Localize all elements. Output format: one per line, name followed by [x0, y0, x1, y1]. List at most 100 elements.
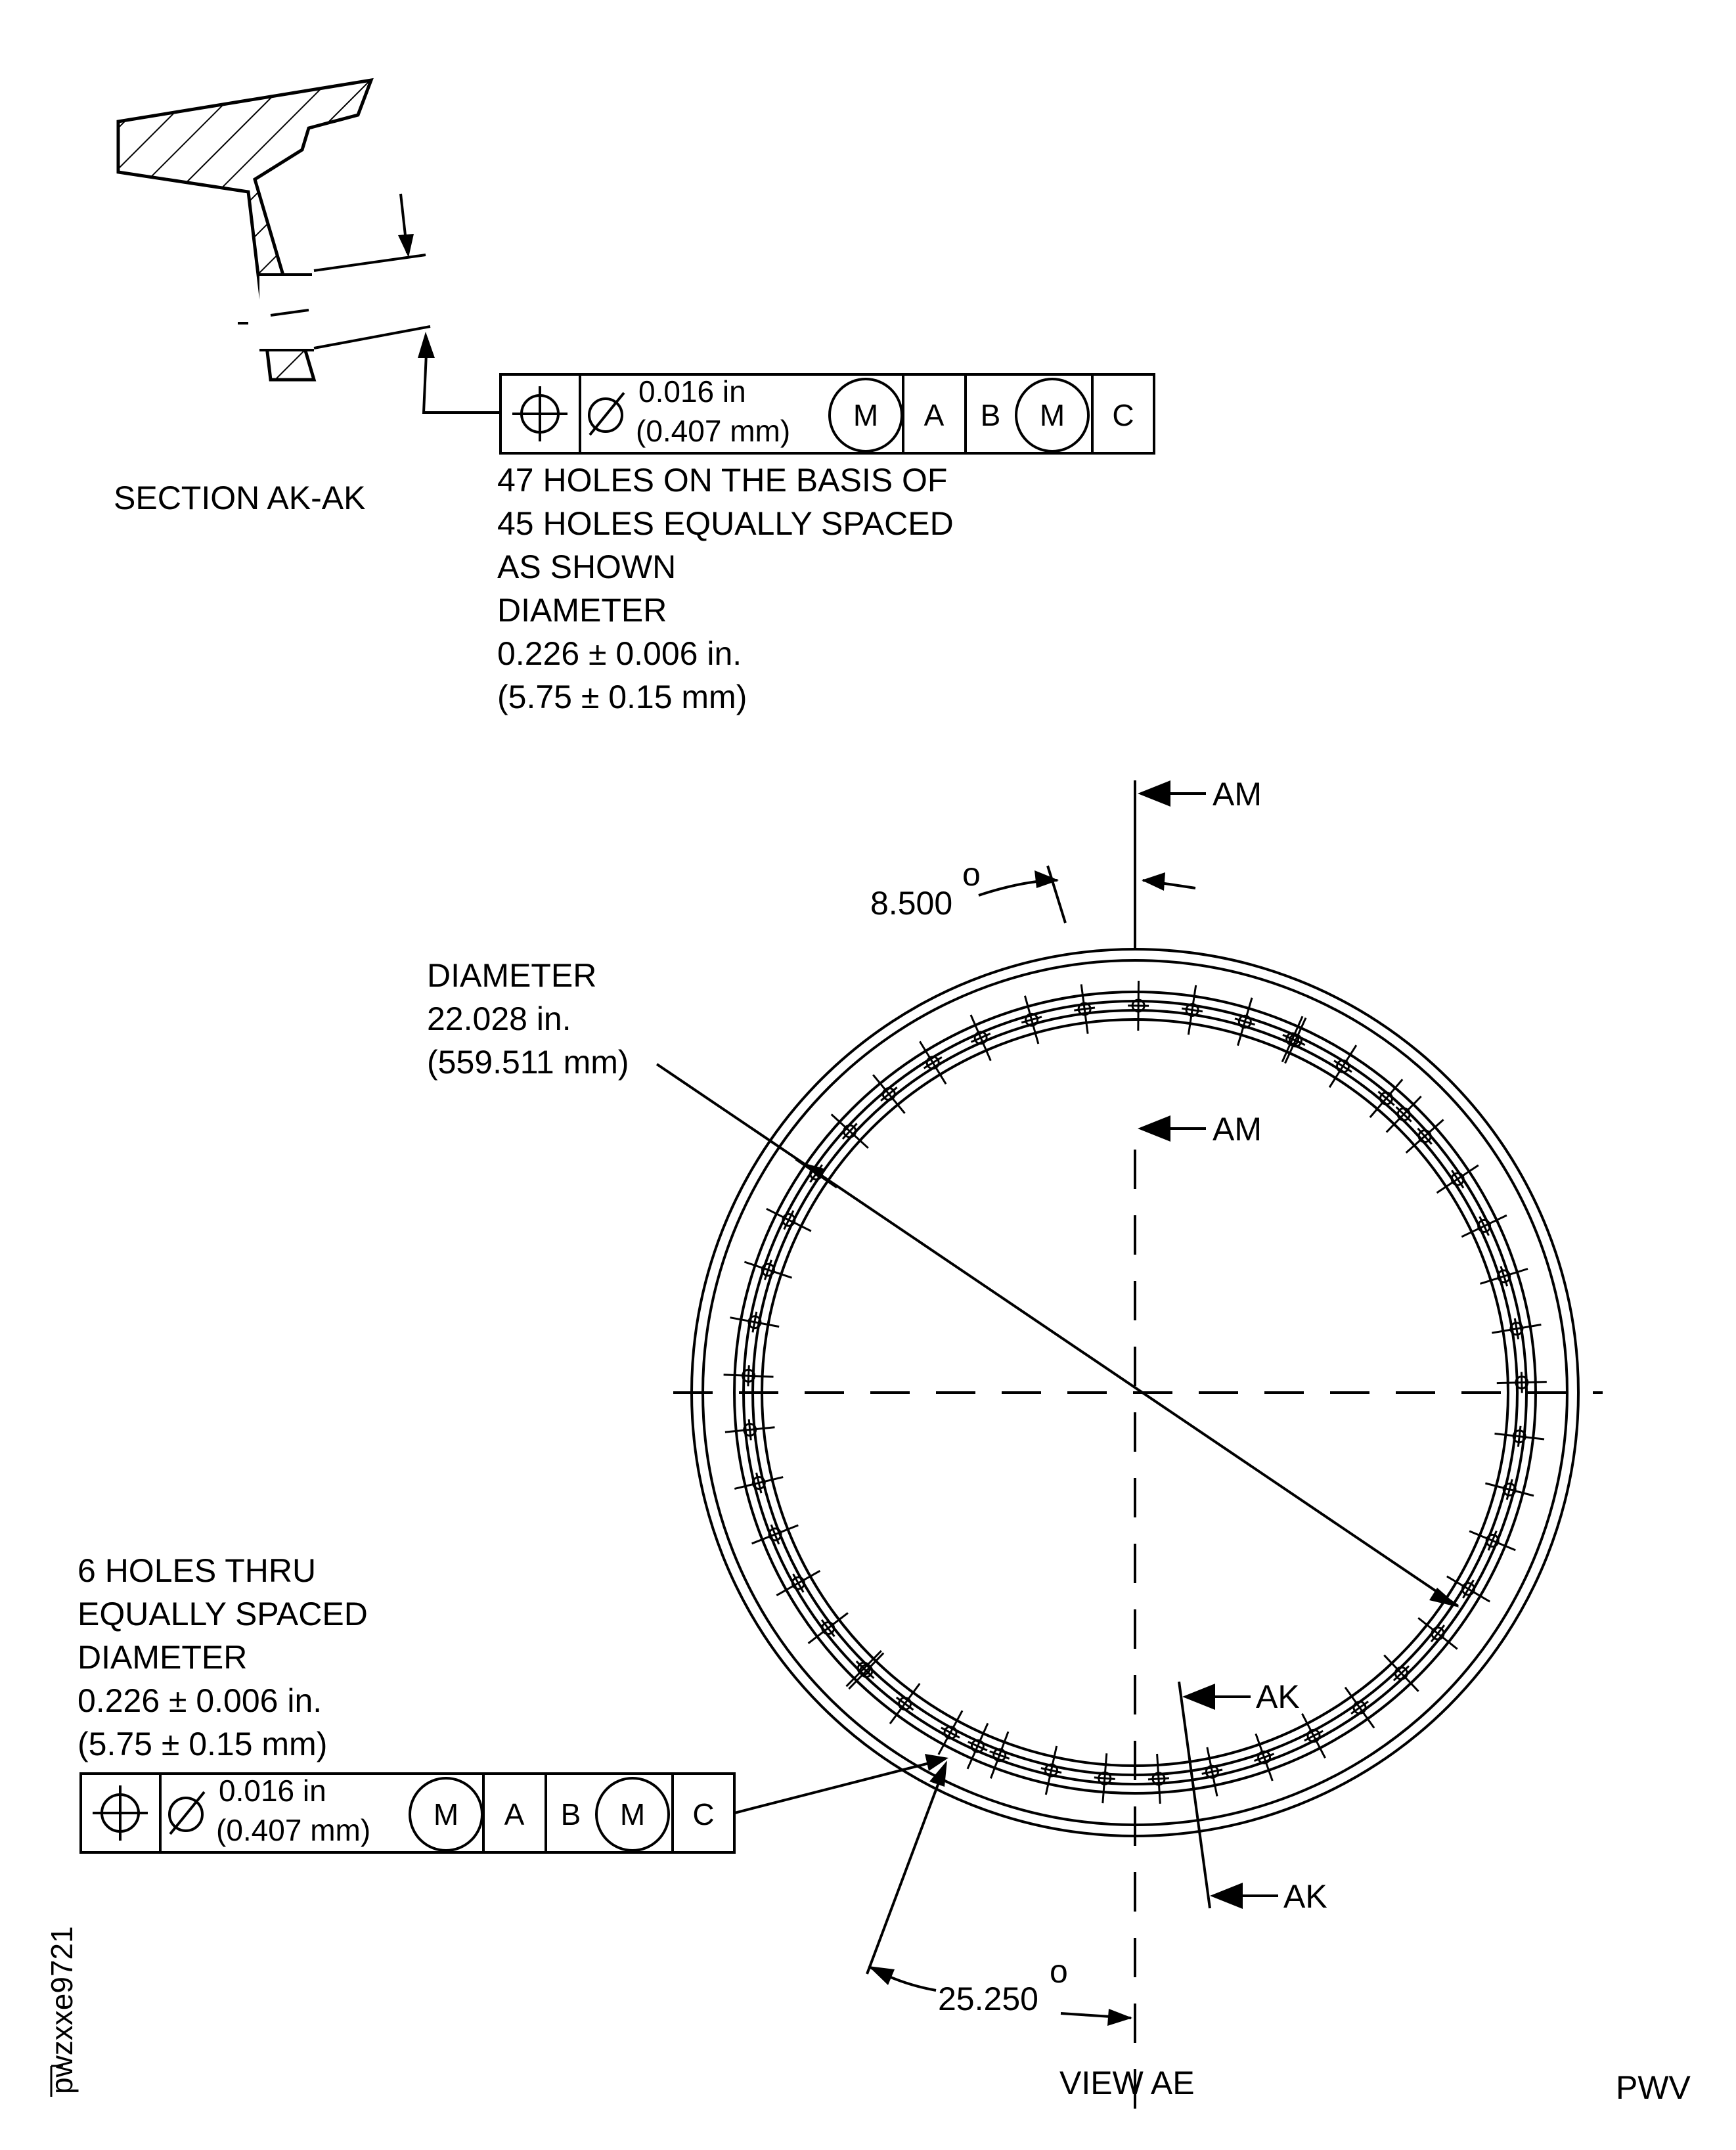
hole	[1436, 1164, 1479, 1194]
hole	[776, 1569, 821, 1597]
section-dimension-lines	[238, 193, 501, 414]
fcf-bottom: 0.016 in (0.407 mm) M A B M C	[79, 1754, 948, 1854]
section-title: SECTION AK-AK	[114, 480, 365, 516]
view-title: VIEW AE	[1059, 2065, 1195, 2101]
hole	[1480, 1266, 1528, 1287]
hole	[1417, 1617, 1458, 1650]
hole	[1234, 997, 1256, 1046]
ak-top-arrow	[1182, 1684, 1215, 1710]
hole-pattern	[723, 980, 1547, 1804]
hole	[872, 1074, 906, 1114]
footer: pwzxxe9721 PWV	[45, 1926, 1691, 2106]
view-ae: AM AM 8.500 o DIAMETER 22.028 in. (559.5…	[427, 776, 1603, 2115]
hole	[1074, 984, 1096, 1034]
angle-bottom-dimension	[866, 1760, 1132, 2026]
hole	[848, 1652, 885, 1690]
hole	[744, 1259, 792, 1280]
fcf-top-datum-b-modifier: M	[1040, 398, 1065, 432]
hole	[1201, 1747, 1223, 1797]
hole	[1253, 1733, 1275, 1781]
am-mid-arrow	[1138, 1115, 1170, 1142]
diameter-leader	[656, 1063, 1459, 1607]
fcf-bottom-modifier: M	[434, 1797, 458, 1831]
hole	[734, 1472, 784, 1494]
holes-note-line: 0.226 ± 0.006 in.	[78, 1682, 322, 1719]
section-note-line: AS SHOWN	[497, 549, 676, 585]
hole	[1405, 1119, 1444, 1154]
hole	[724, 1419, 775, 1441]
holes-note: 6 HOLES THRU EQUALLY SPACED DIAMETER 0.2…	[78, 1552, 368, 1762]
hole	[1496, 1372, 1547, 1393]
hole	[1328, 1044, 1358, 1088]
hole	[751, 1524, 799, 1545]
fcf-top-modifier: M	[853, 398, 878, 432]
hole	[966, 1722, 989, 1770]
fcf-top-datum-c: C	[1112, 398, 1134, 432]
holes-note-line: EQUALLY SPACED	[78, 1596, 368, 1632]
hole	[969, 1014, 992, 1062]
am-mid-label: AM	[1213, 1111, 1262, 1148]
diameter-icon	[168, 1791, 206, 1835]
section-ak-ak-profile	[116, 78, 374, 382]
fcf-bottom-datum-b-modifier: M	[620, 1797, 645, 1831]
angle-top-label: 8.500	[870, 885, 952, 922]
hole	[1040, 1745, 1062, 1795]
ak-top-label: AK	[1256, 1678, 1300, 1715]
diameter-label-line: DIAMETER	[427, 957, 596, 994]
hole	[937, 1710, 964, 1755]
hole	[1128, 980, 1149, 1031]
hole	[1344, 1686, 1375, 1729]
holes-note-line: DIAMETER	[78, 1639, 247, 1676]
hole	[1383, 1654, 1419, 1692]
hole	[830, 1113, 869, 1149]
fcf-top-datum-a: A	[924, 398, 945, 432]
holes-note-line: (5.75 ± 0.15 mm)	[78, 1726, 327, 1762]
diameter-label-line: (559.511 mm)	[427, 1044, 629, 1081]
hole	[1485, 1479, 1534, 1500]
hole	[1461, 1214, 1507, 1238]
fcf-top-datum-b: B	[981, 398, 1001, 432]
hole	[1301, 1713, 1326, 1758]
section-note-line: 45 HOLES EQUALLY SPACED	[497, 505, 954, 542]
section-cut-line	[1178, 1681, 1211, 1909]
am-top-label: AM	[1213, 776, 1262, 813]
am-top-arrow	[1138, 780, 1170, 807]
diameter-icon	[588, 392, 625, 436]
hole	[1021, 995, 1042, 1044]
fcf-bottom-datum-c: C	[692, 1797, 714, 1831]
fcf-top-tol-in: 0.016 in	[638, 374, 746, 409]
fcf-top-tol-mm: (0.407 mm)	[636, 414, 790, 448]
holes-note-line: 6 HOLES THRU	[78, 1552, 316, 1589]
fcf-bottom-datum-a: A	[504, 1797, 525, 1831]
hole	[889, 1683, 921, 1724]
ak-bottom-arrow	[1210, 1883, 1243, 1909]
angle-top-dimension	[978, 865, 1196, 924]
hole	[730, 1311, 780, 1333]
hole	[1094, 1753, 1115, 1804]
center-lines	[673, 780, 1603, 2115]
angle-top-degree: o	[962, 856, 981, 893]
fcf-bottom-datum-b: B	[561, 1797, 581, 1831]
hole	[1492, 1318, 1542, 1339]
section-note-line: (5.75 ± 0.15 mm)	[497, 679, 747, 715]
section-note-line: DIAMETER	[497, 592, 667, 629]
position-icon	[512, 386, 568, 441]
angle-bottom-degree: o	[1050, 1953, 1068, 1990]
section-note: 47 HOLES ON THE BASIS OF 45 HOLES EQUALL…	[497, 462, 954, 715]
hole	[1385, 1095, 1422, 1133]
fcf-bottom-tol-mm: (0.407 mm)	[216, 1813, 370, 1847]
hole	[1446, 1575, 1490, 1603]
position-icon	[93, 1785, 148, 1841]
ak-bottom-label: AK	[1283, 1878, 1327, 1915]
angle-bottom-label: 25.250	[938, 1981, 1038, 2017]
hole	[1281, 1016, 1304, 1063]
hole	[1181, 985, 1203, 1035]
hole	[766, 1207, 812, 1232]
section-note-line: 0.226 ± 0.006 in.	[497, 635, 742, 672]
hole	[1494, 1425, 1545, 1447]
fcf-bottom-tol-in: 0.016 in	[219, 1774, 326, 1808]
section-note-line: 47 HOLES ON THE BASIS OF	[497, 462, 947, 499]
hole	[1369, 1079, 1404, 1118]
hole	[1469, 1530, 1516, 1552]
